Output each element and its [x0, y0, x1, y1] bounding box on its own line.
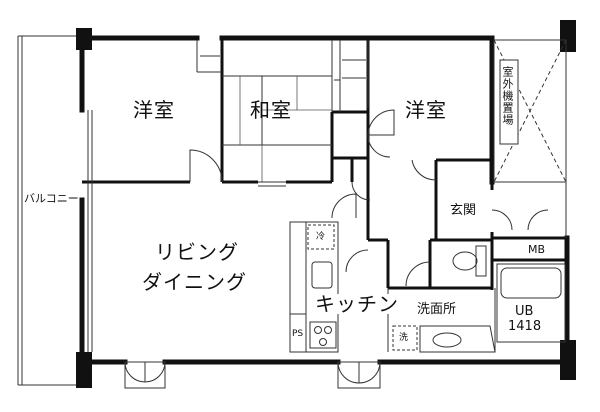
door-swings: [124, 109, 549, 389]
unit-bath-label-1: UB: [515, 304, 534, 319]
refrigerator-label: 冷: [316, 232, 326, 242]
entrance-label: 玄関: [450, 203, 477, 218]
kitchen-label: キッチン: [313, 292, 401, 316]
toilet: [452, 245, 487, 277]
balcony-label: バルコニー: [24, 192, 79, 205]
kitchen-counter: [289, 221, 339, 353]
structural-columns: [76, 20, 576, 388]
balcony-outline: [17, 35, 82, 386]
living-dining-label-1: リビング: [155, 240, 239, 264]
pipe-space-label: PS: [292, 329, 304, 339]
western-room-left-label: 洋室: [133, 98, 175, 122]
outdoor-unit-area-label: 室外機置場: [501, 66, 514, 126]
washroom-label: 洗面所: [417, 302, 457, 317]
closet-lines: [196, 40, 369, 146]
washing-machine-label: 洗: [399, 333, 409, 343]
interior-walls: [82, 38, 567, 290]
washroom-fixtures: [387, 288, 496, 353]
tatami-mats: [239, 76, 332, 182]
meter-box-label: MB: [528, 243, 546, 256]
living-dining-label-2: ダイニング: [142, 270, 247, 294]
unit-bath-label-2: 1418: [508, 319, 542, 334]
outdoor-unit-area-outline: [493, 39, 567, 238]
unit-bath-outline: [496, 263, 566, 343]
windows: [87, 110, 380, 363]
western-room-right-label: 洋室: [405, 98, 447, 122]
japanese-room-label: 和室: [250, 98, 292, 122]
